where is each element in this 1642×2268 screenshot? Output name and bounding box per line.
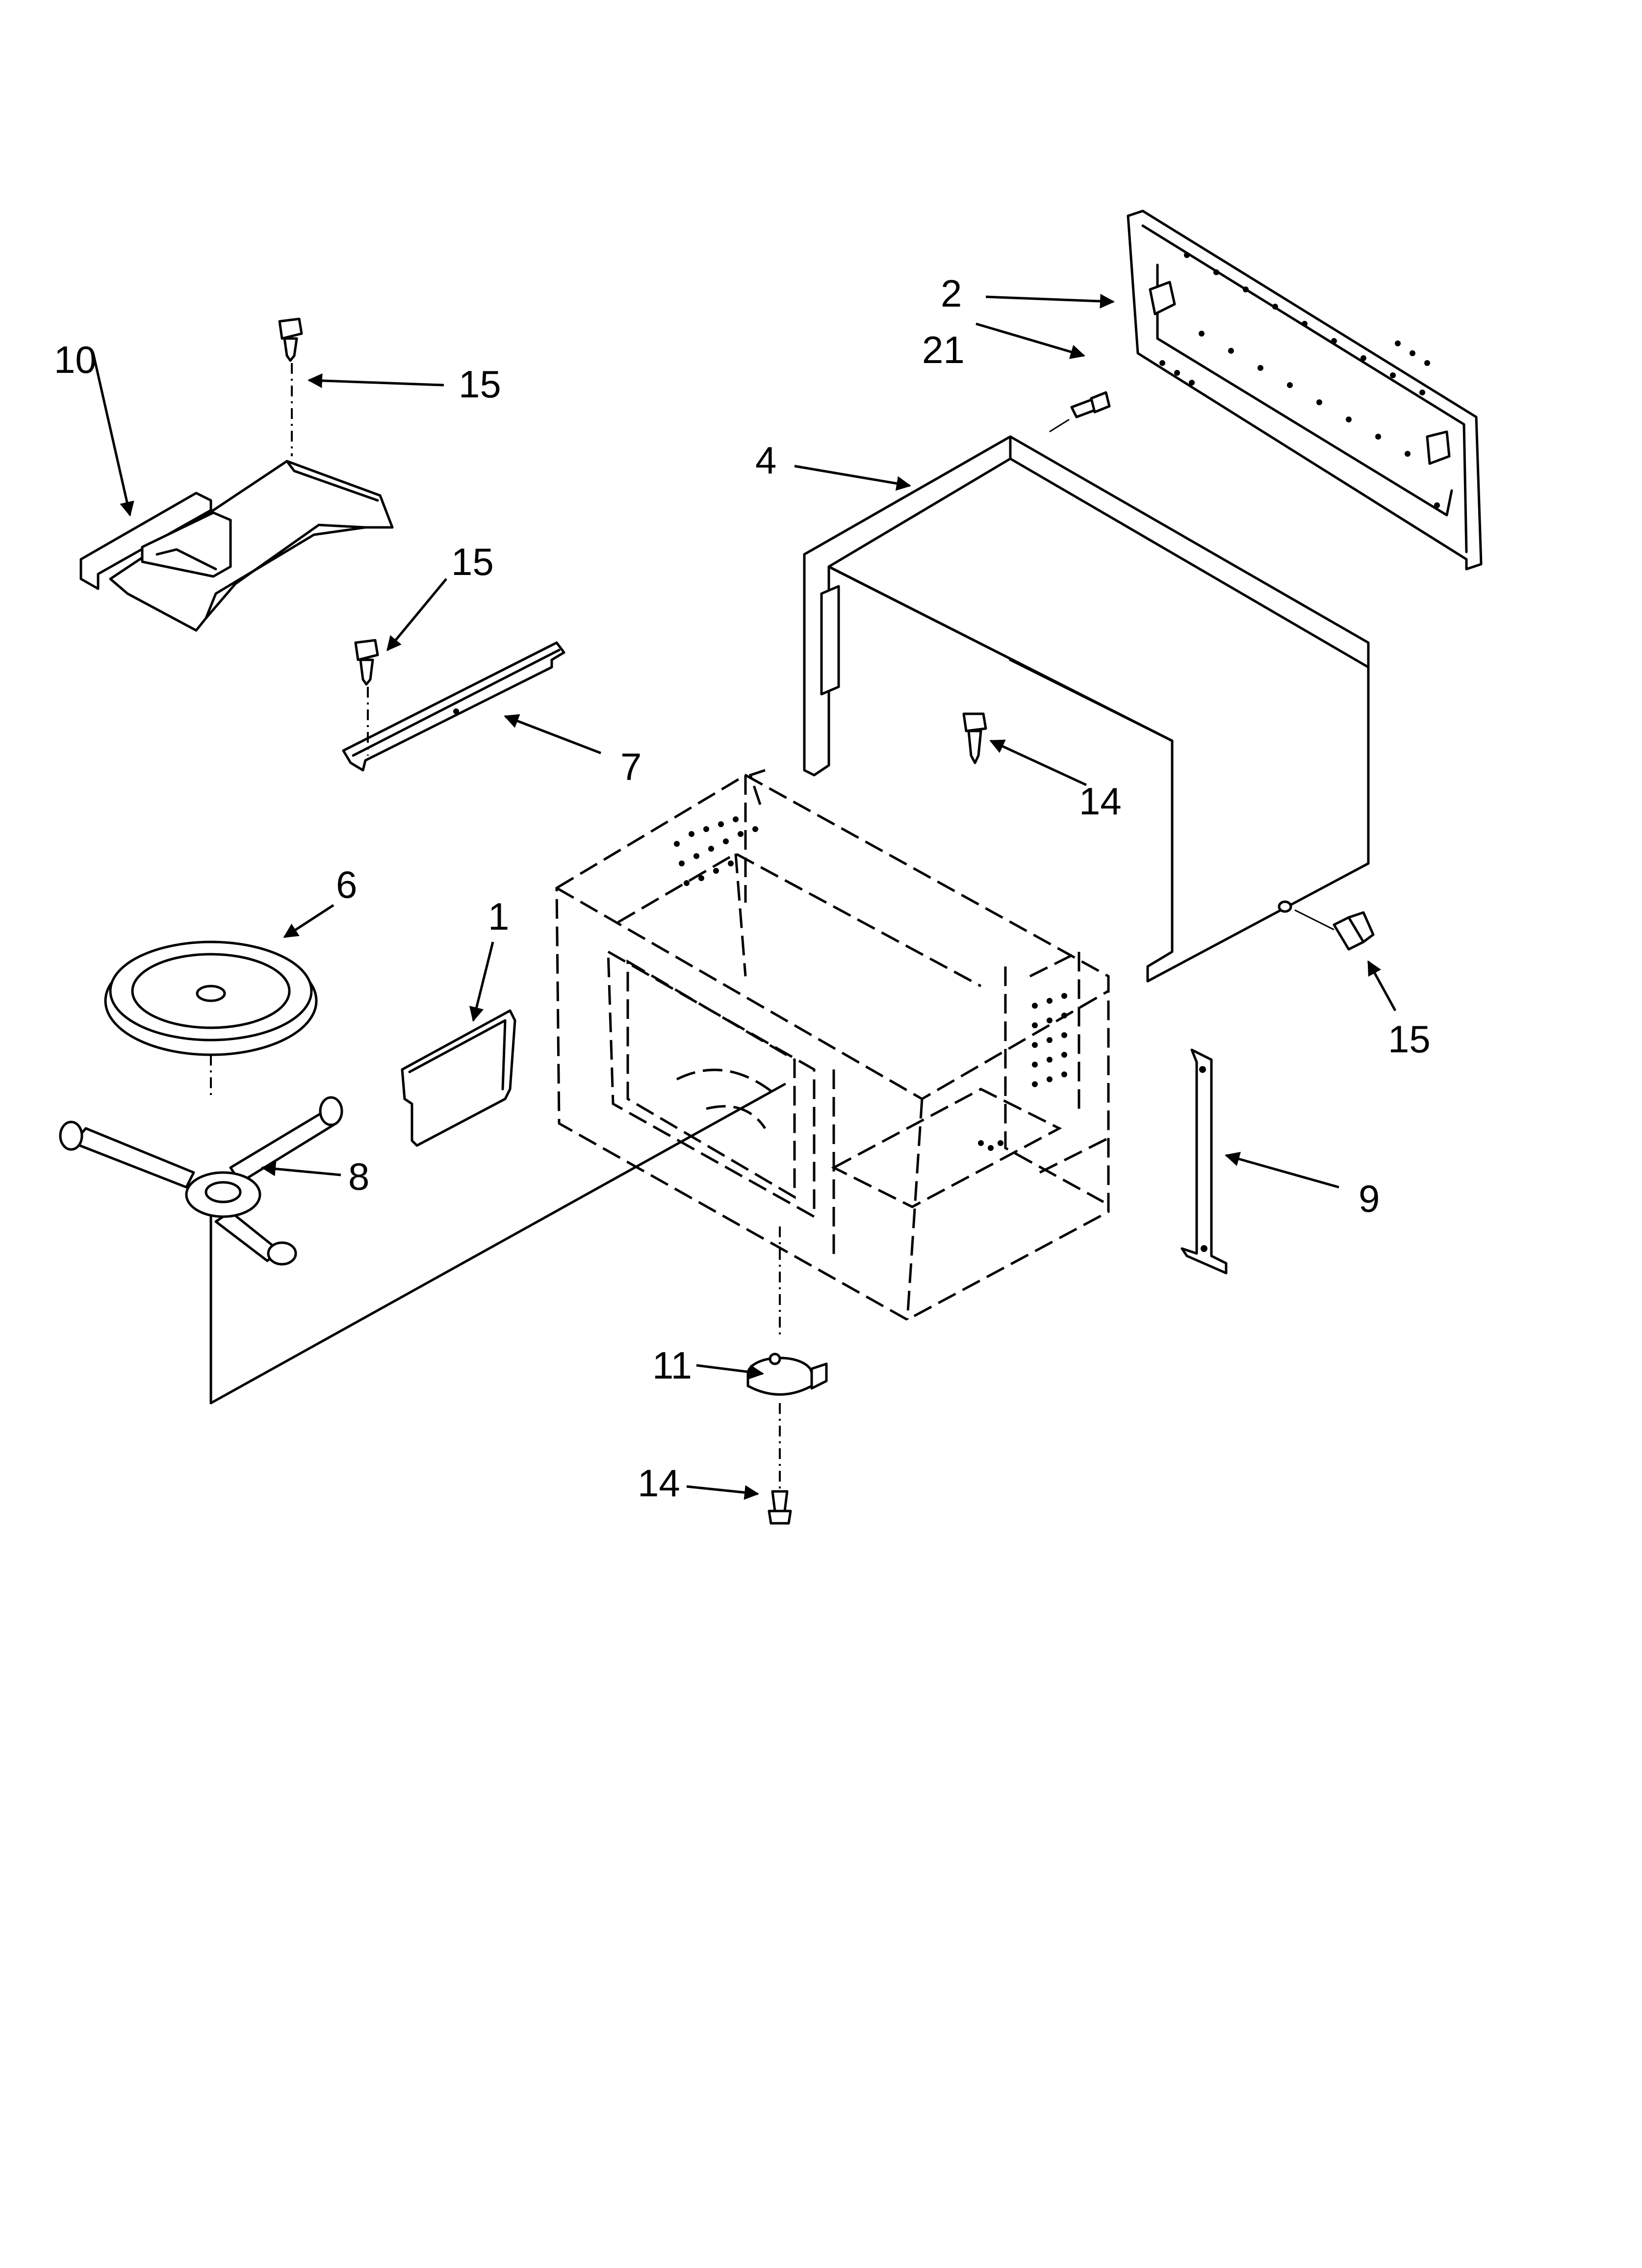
- screw-15-right: [1294, 909, 1375, 951]
- part-turntable-motor: [746, 1226, 828, 1491]
- callout-11: 11: [652, 1344, 692, 1387]
- callout-15-right: 15: [1388, 1017, 1431, 1061]
- part-turntable-tray: [104, 940, 318, 1099]
- microwave-body-phantom: [555, 769, 1110, 1321]
- screw-14-lower: [768, 1490, 792, 1525]
- part-control-bracket: [79, 460, 394, 632]
- callout-14-upper: 14: [1079, 780, 1122, 823]
- screw-15-middle: [354, 639, 379, 756]
- callout-4: 4: [755, 439, 776, 482]
- callout-21: 21: [922, 328, 965, 371]
- callout-8: 8: [348, 1155, 369, 1198]
- callout-15-middle: 15: [451, 540, 494, 583]
- part-back-panel: [1127, 209, 1483, 571]
- assembly-leader-line: [209, 1083, 786, 1405]
- callout-7: 7: [620, 745, 641, 788]
- callout-2: 2: [941, 272, 962, 315]
- screw-14-upper: [962, 712, 987, 764]
- callout-15-top: 15: [459, 363, 501, 406]
- callout-6: 6: [336, 863, 357, 906]
- callout-1: 1: [488, 895, 509, 938]
- part-outer-cabinet: [803, 435, 1370, 983]
- screw-15-top: [278, 317, 303, 456]
- part-mounting-strap: [1180, 1048, 1228, 1275]
- part-support-bar: [342, 641, 565, 772]
- callout-14-lower: 14: [638, 1461, 680, 1505]
- part-roller-support: [59, 1096, 343, 1405]
- part-waveguide-cover: [401, 1009, 516, 1147]
- callout-10: 10: [54, 338, 97, 381]
- screw-21: [1049, 391, 1111, 433]
- callout-9: 9: [1359, 1177, 1380, 1220]
- leader-lines: [92, 293, 1397, 1500]
